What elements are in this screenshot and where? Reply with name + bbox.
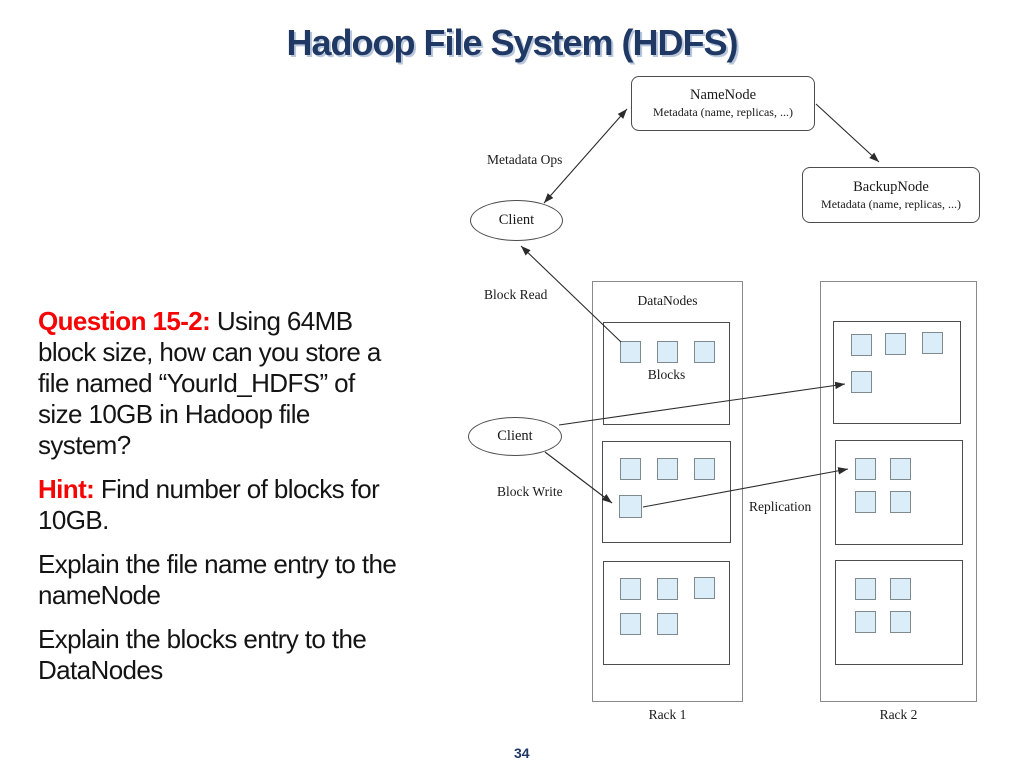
data-block — [620, 578, 641, 600]
data-block — [620, 458, 641, 480]
metadata-ops-label: Metadata Ops — [487, 152, 563, 167]
data-block — [620, 341, 641, 363]
question-block: Question 15-2: Using 64MB block size, ho… — [38, 306, 478, 699]
explain-blocks-paragraph: Explain the blocks entry to the DataNode… — [38, 624, 367, 685]
data-block — [890, 611, 911, 633]
backupnode-title: BackupNode — [853, 178, 929, 195]
rack1-datanode-2 — [602, 441, 731, 543]
data-block — [855, 458, 876, 480]
rack2-label: Rack 2 — [879, 707, 918, 722]
block-write-label: Block Write — [497, 484, 563, 499]
backupnode-subtitle: Metadata (name, replicas, ...) — [821, 196, 961, 211]
datanodes-label: DataNodes — [637, 293, 698, 308]
page-number: 34 — [514, 745, 530, 761]
data-block — [922, 332, 943, 354]
replication-label: Replication — [749, 499, 812, 514]
data-block — [657, 613, 678, 635]
data-block — [890, 491, 911, 513]
data-block — [855, 491, 876, 513]
block-read-label: Block Read — [484, 287, 548, 302]
namenode-subtitle: Metadata (name, replicas, ...) — [653, 105, 793, 119]
hint-paragraph: Hint: Find number of blocks for 10GB. — [38, 474, 478, 536]
slide-title: Hadoop File System (HDFS) — [286, 22, 738, 63]
data-block — [619, 495, 642, 518]
data-block — [855, 611, 876, 633]
data-block — [855, 578, 876, 600]
data-block — [851, 334, 872, 356]
data-block — [657, 578, 678, 600]
hint-label: Hint: — [38, 474, 95, 504]
client-read-ellipse: Client — [470, 200, 563, 241]
data-block — [890, 578, 911, 600]
explain-filename-paragraph: Explain the file name entry to the nameN… — [38, 549, 397, 610]
client-write-ellipse: Client — [468, 417, 562, 456]
data-block — [885, 333, 906, 355]
namenode-to-backupnode-arrow — [815, 103, 880, 163]
data-block — [694, 341, 715, 363]
blocks-label: Blocks — [647, 367, 686, 382]
data-block — [890, 458, 911, 480]
data-block — [657, 341, 678, 363]
data-block — [657, 458, 678, 480]
hint-text: Find number of blocks for 10GB. — [38, 474, 380, 535]
data-block — [694, 577, 715, 599]
rack1-label: Rack 1 — [648, 707, 687, 722]
question-paragraph: Question 15-2: Using 64MB block size, ho… — [38, 306, 478, 461]
namenode-box: NameNode Metadata (name, replicas, ...) — [631, 76, 815, 131]
data-block — [694, 458, 715, 480]
question-label: Question 15-2: — [38, 306, 211, 336]
data-block — [620, 613, 641, 635]
backupnode-box: BackupNode Metadata (name, replicas, ...… — [802, 167, 980, 223]
namenode-title: NameNode — [689, 87, 757, 103]
data-block — [851, 371, 872, 393]
question-text: Using 64MB block size, how can you store… — [38, 306, 381, 460]
